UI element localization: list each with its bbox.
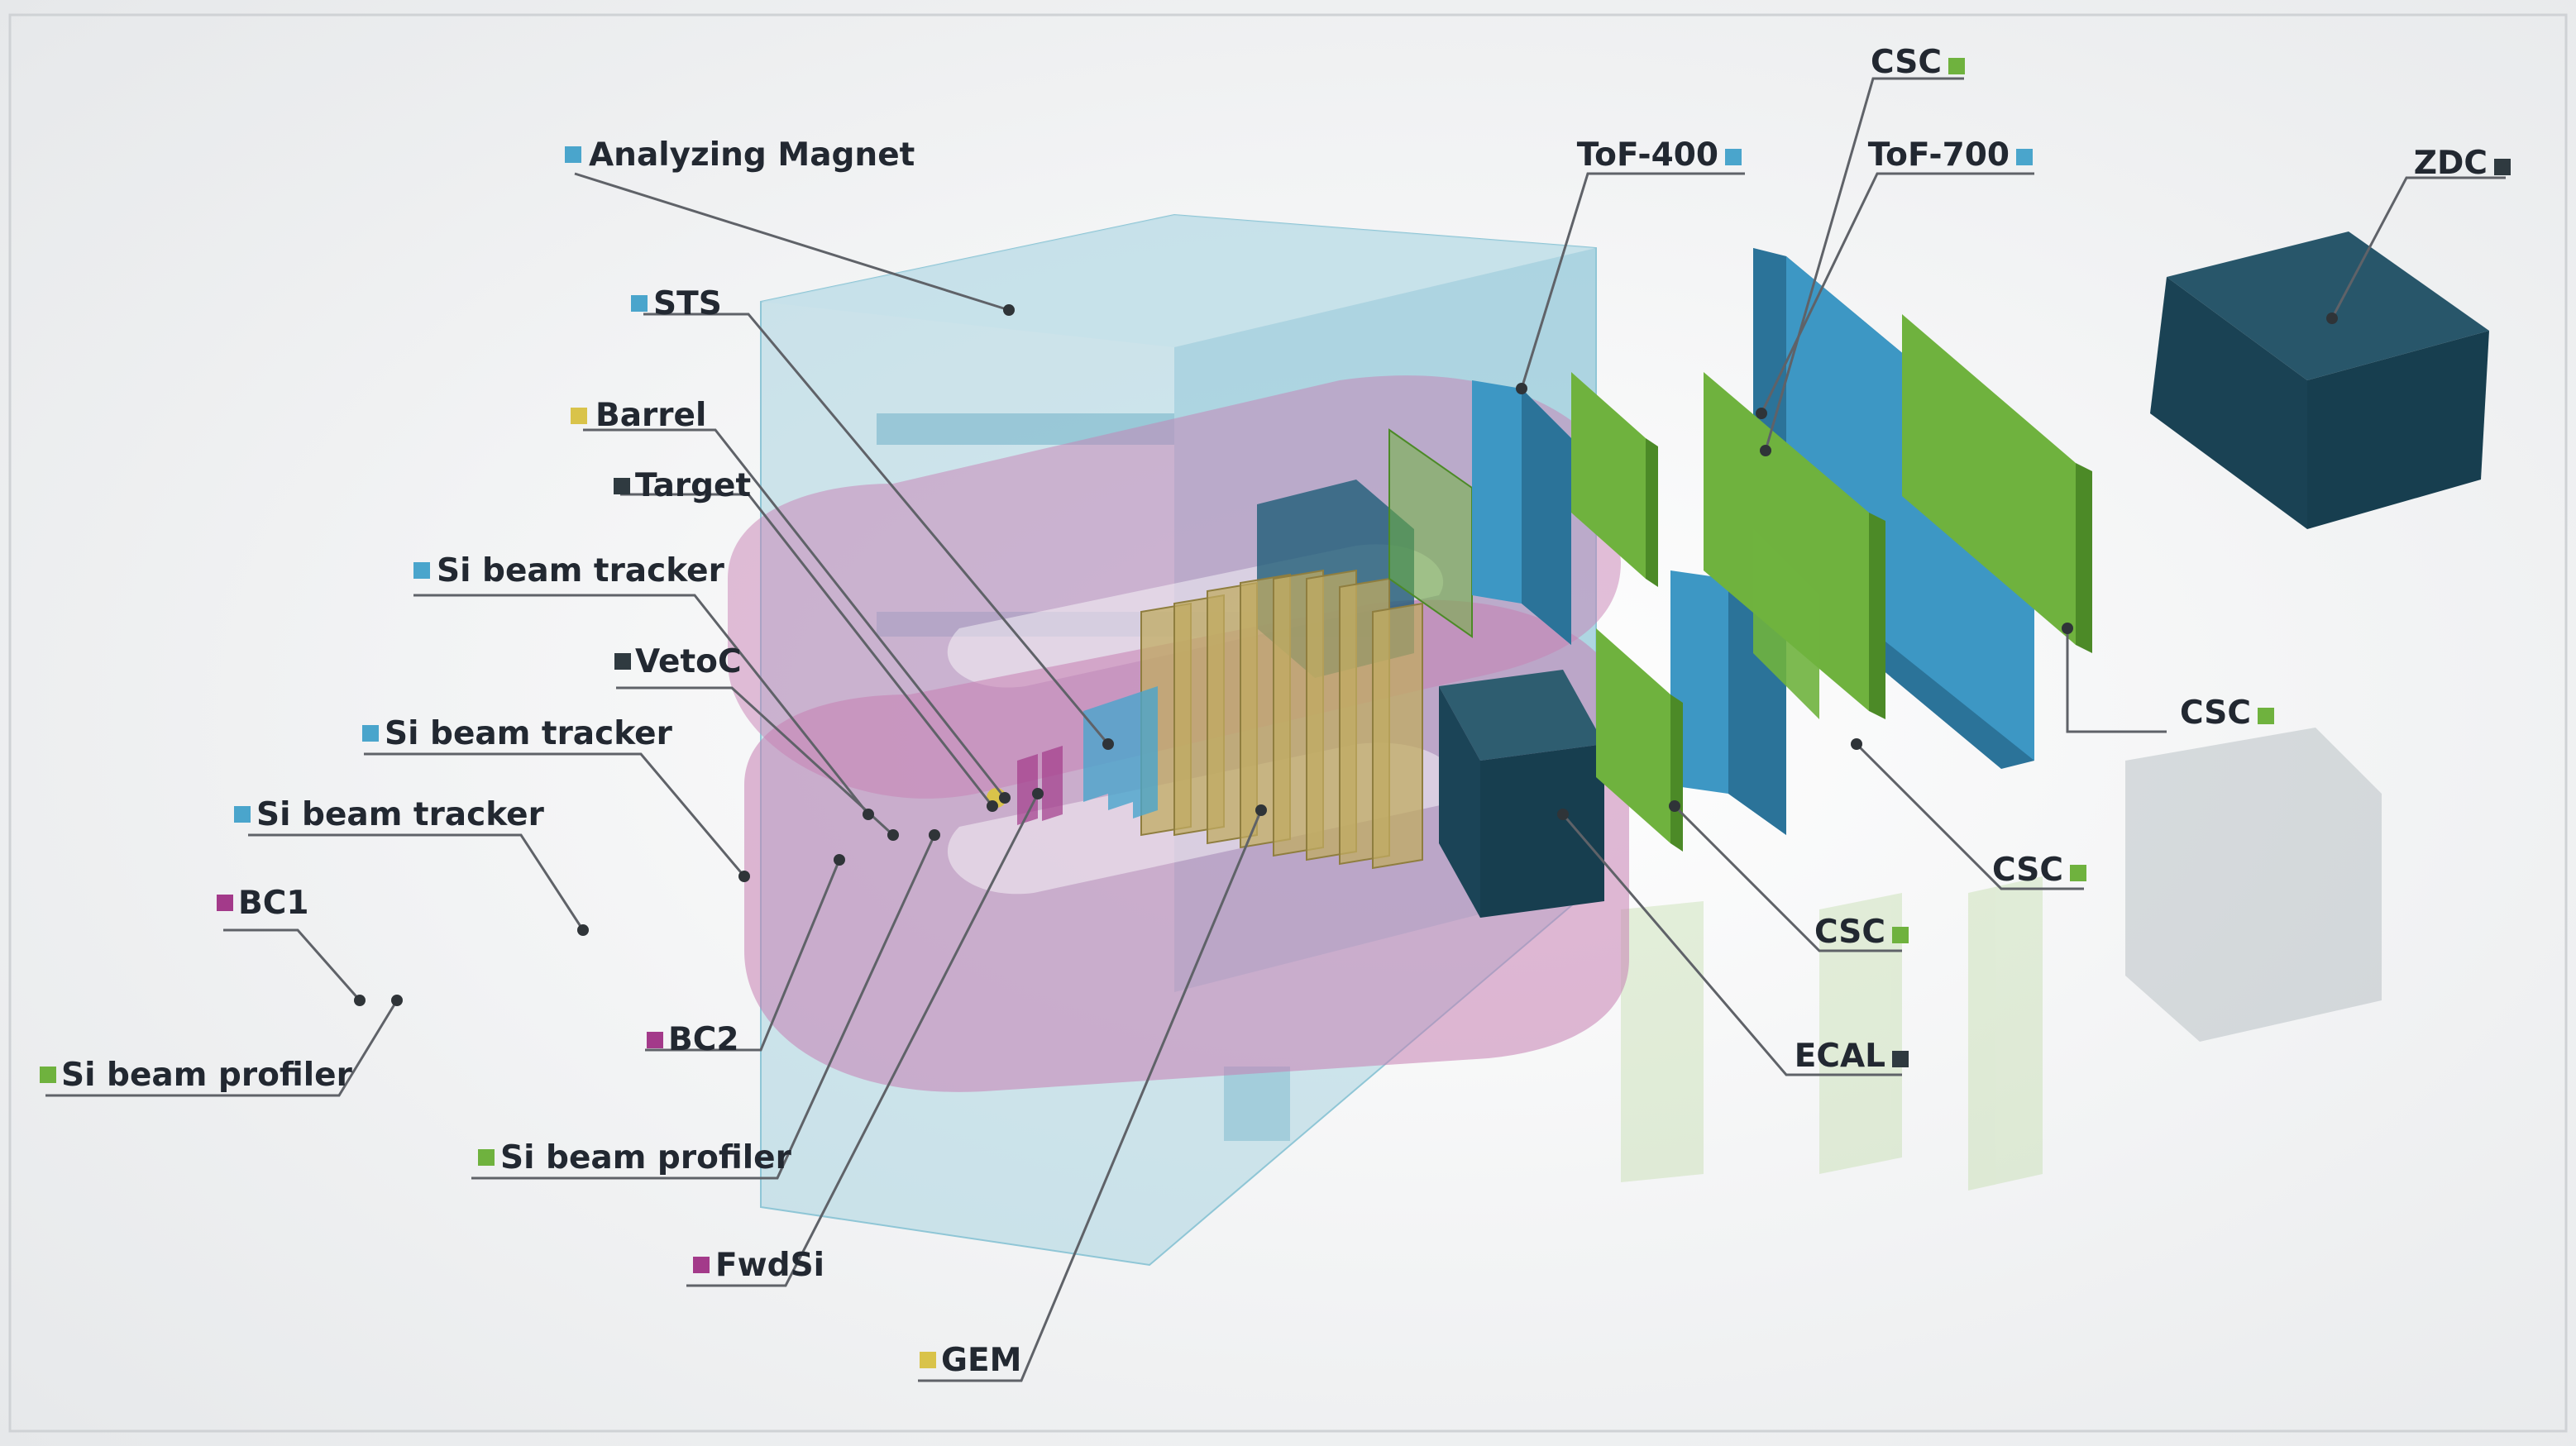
- marker-purple-icon: [217, 895, 233, 911]
- frame-border: [8, 13, 2568, 1433]
- label-text: CSC: [1871, 44, 1942, 81]
- label-csc-top: CSC: [1871, 44, 1965, 81]
- marker-dark-icon: [614, 653, 631, 670]
- marker-purple-icon: [647, 1032, 663, 1048]
- label-target: Target: [614, 467, 751, 504]
- si-tracker-planes: [1083, 686, 1158, 818]
- leader-lines: [45, 77, 2506, 1382]
- label-ecal: ECAL: [1795, 1038, 1909, 1075]
- label-text: Si beam tracker: [385, 715, 673, 752]
- label-text: CSC: [2180, 694, 2251, 732]
- label-si-beam-tracker-3: Si beam tracker: [234, 796, 545, 833]
- label-tof-400: ToF-400: [1577, 136, 1742, 174]
- label-csc-mid: CSC: [1992, 852, 2086, 889]
- label-sts: STS: [631, 285, 722, 322]
- marker-purple-icon: [693, 1257, 710, 1273]
- marker-blue-icon: [631, 295, 648, 312]
- marker-yellow-icon: [571, 408, 587, 424]
- marker-green-icon: [40, 1067, 56, 1083]
- marker-yellow-icon: [920, 1352, 936, 1368]
- marker-green-icon: [2258, 708, 2274, 724]
- label-text: STS: [653, 285, 722, 322]
- fwdsi-planes: [1017, 746, 1063, 825]
- marker-dark-icon: [2494, 159, 2511, 175]
- marker-dark-icon: [1892, 1051, 1909, 1067]
- label-text: VetoC: [635, 643, 742, 680]
- marker-blue-icon: [234, 806, 251, 823]
- label-si-beam-tracker-2: Si beam tracker: [362, 715, 673, 752]
- label-text: ToF-700: [1868, 136, 2010, 174]
- leader-dots: [354, 304, 2338, 1006]
- label-barrel: Barrel: [571, 397, 706, 434]
- label-bc1: BC1: [217, 885, 308, 922]
- label-text: BC1: [238, 885, 308, 922]
- marker-blue-icon: [362, 725, 379, 742]
- gem-stack: [1140, 569, 1423, 870]
- floor-reflections: [1621, 728, 2382, 1191]
- marker-dark-icon: [614, 478, 630, 494]
- zdc-block: [2150, 231, 2489, 529]
- marker-green-icon: [478, 1149, 495, 1166]
- label-text: Si beam profiler: [61, 1057, 353, 1094]
- label-analyzing-magnet: Analyzing Magnet: [565, 136, 915, 174]
- label-si-beam-tracker-1: Si beam tracker: [413, 552, 725, 589]
- label-text: CSC: [1992, 852, 2063, 889]
- label-text: Si beam profiler: [500, 1139, 792, 1176]
- label-csc-low: CSC: [1814, 914, 1909, 951]
- label-text: Si beam tracker: [437, 552, 725, 589]
- label-si-beam-profiler-2: Si beam profiler: [478, 1139, 792, 1176]
- marker-blue-icon: [2016, 149, 2033, 165]
- label-text: ZDC: [2414, 145, 2488, 182]
- marker-green-icon: [1892, 927, 1909, 943]
- label-text: BC2: [668, 1021, 738, 1058]
- ecal-block: [1439, 670, 1604, 918]
- label-text: Target: [635, 467, 751, 504]
- label-text: FwdSi: [715, 1247, 824, 1284]
- csc-panels-back: [1704, 314, 2092, 719]
- label-text: Si beam tracker: [256, 796, 545, 833]
- marker-green-icon: [2070, 865, 2086, 881]
- label-zdc: ZDC: [2414, 145, 2511, 182]
- label-text: Barrel: [595, 397, 706, 434]
- label-tof-700: ToF-700: [1868, 136, 2033, 174]
- csc-panels-front: [1571, 372, 1683, 852]
- marker-blue-icon: [565, 146, 581, 163]
- marker-blue-icon: [1725, 149, 1742, 165]
- label-gem: GEM: [920, 1342, 1021, 1379]
- label-text: GEM: [941, 1342, 1021, 1379]
- label-text: ECAL: [1795, 1038, 1885, 1075]
- marker-green-icon: [1948, 58, 1965, 74]
- label-csc-right: CSC: [2180, 694, 2274, 732]
- label-vetoc: VetoC: [614, 643, 742, 680]
- label-bc2: BC2: [647, 1021, 738, 1058]
- marker-blue-icon: [413, 562, 430, 579]
- label-fwdsi: FwdSi: [693, 1247, 824, 1284]
- label-text: CSC: [1814, 914, 1885, 951]
- label-text: ToF-400: [1577, 136, 1718, 174]
- label-text: Analyzing Magnet: [589, 136, 915, 174]
- csc-small-panel: [1388, 428, 1473, 638]
- label-si-beam-profiler-1: Si beam profiler: [40, 1057, 353, 1094]
